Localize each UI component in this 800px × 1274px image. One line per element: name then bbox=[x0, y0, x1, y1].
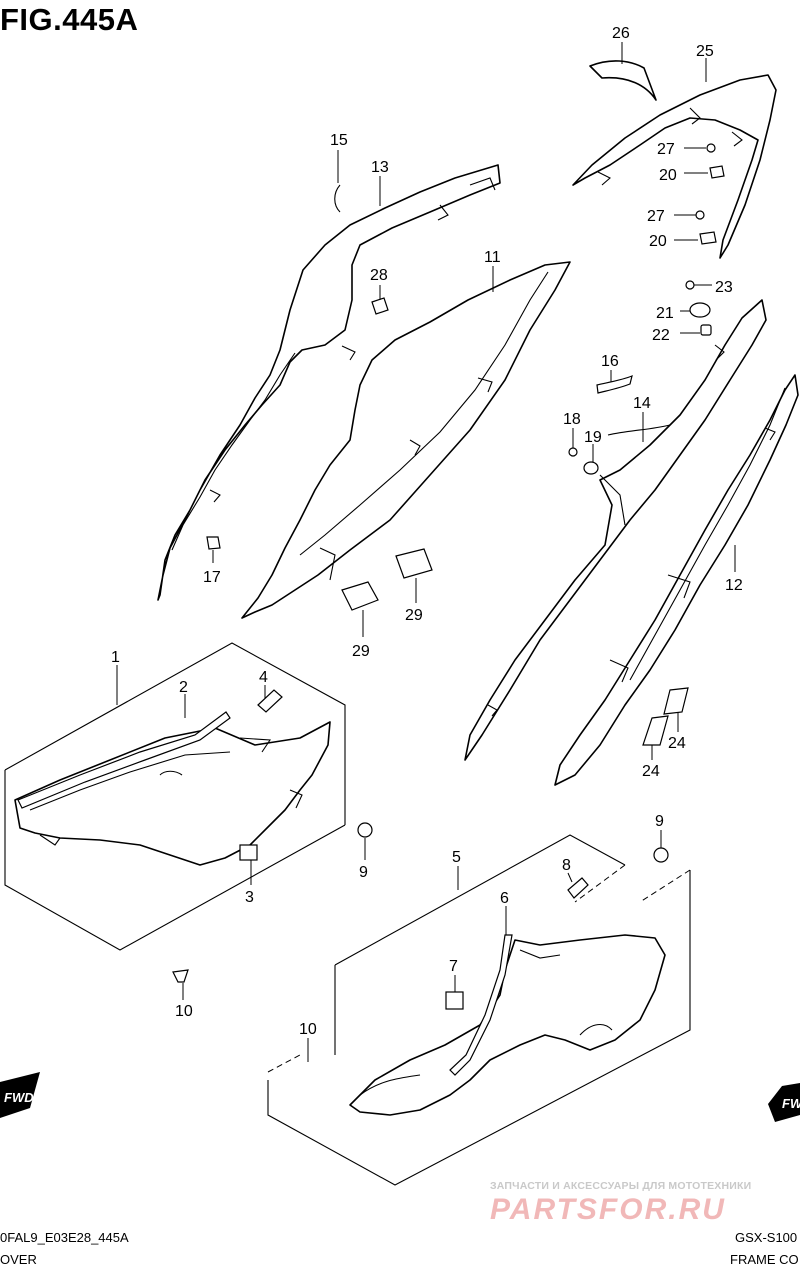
callout-24-b: 24 bbox=[642, 763, 660, 780]
frame-cover-1 bbox=[14, 721, 331, 866]
callout-19: 19 bbox=[584, 429, 602, 446]
callout-15: 15 bbox=[330, 132, 348, 149]
screw-18 bbox=[568, 447, 578, 457]
strip-6 bbox=[449, 934, 513, 1076]
callout-4: 4 bbox=[259, 669, 268, 686]
callout-28: 28 bbox=[370, 267, 388, 284]
callout-11: 11 bbox=[484, 249, 501, 266]
collar-22 bbox=[700, 324, 712, 336]
fwd-label-right: FWD bbox=[782, 1096, 800, 1111]
washer-19 bbox=[583, 461, 599, 475]
callout-2: 2 bbox=[179, 679, 188, 696]
callout-12: 12 bbox=[725, 577, 743, 594]
side-cover-11 bbox=[241, 261, 571, 619]
nut-20-b bbox=[699, 231, 717, 245]
pad-24-a bbox=[663, 687, 689, 715]
callout-25: 25 bbox=[696, 43, 714, 60]
callout-20-a: 20 bbox=[659, 167, 677, 184]
grommet-17 bbox=[206, 536, 221, 550]
callout-9-a: 9 bbox=[359, 864, 368, 881]
clip-15 bbox=[334, 184, 341, 213]
screw-27-b bbox=[695, 210, 705, 220]
callout-1: 1 bbox=[111, 649, 120, 666]
fwd-arrow-right: FWD bbox=[768, 1083, 800, 1122]
group-name: FRAME CO bbox=[730, 1252, 799, 1267]
callout-27-a: 27 bbox=[657, 141, 675, 158]
watermark-tagline: ЗАПЧАСТИ И АКСЕССУАРЫ ДЛЯ МОТОТЕХНИКИ bbox=[490, 1180, 752, 1192]
side-cover-14 bbox=[464, 299, 767, 761]
callout-labels: 15 13 28 11 17 29 29 26 25 27 20 27 20 2… bbox=[111, 25, 743, 1038]
callout-7: 7 bbox=[449, 958, 458, 975]
callout-17: 17 bbox=[203, 569, 221, 586]
callout-6: 6 bbox=[500, 890, 509, 907]
label-8 bbox=[567, 877, 589, 899]
cover-assy-1-box bbox=[4, 642, 346, 951]
diagram-code: 0FAL9_E03E28_445A bbox=[0, 1230, 129, 1245]
fwd-label-left: FWD bbox=[4, 1090, 34, 1105]
nut-20-a bbox=[709, 165, 725, 179]
fwd-arrow-left: FWD bbox=[0, 1072, 40, 1118]
callout-16: 16 bbox=[601, 353, 619, 370]
callout-23: 23 bbox=[715, 279, 733, 296]
callout-29-b: 29 bbox=[405, 607, 423, 624]
pad-29-a bbox=[341, 581, 379, 611]
callout-10-b: 10 bbox=[299, 1021, 317, 1038]
pin-10-a bbox=[172, 969, 189, 983]
model-name: GSX-S100 bbox=[735, 1230, 798, 1245]
pad-24-b bbox=[642, 715, 669, 746]
cover-26 bbox=[589, 60, 657, 101]
strip-2 bbox=[17, 711, 231, 809]
callout-22: 22 bbox=[652, 327, 670, 344]
callout-13: 13 bbox=[371, 159, 389, 176]
callout-9-b: 9 bbox=[655, 813, 664, 830]
figure-title: FIG.445A bbox=[0, 2, 139, 37]
screw-23 bbox=[685, 280, 695, 290]
washer-21 bbox=[689, 302, 711, 318]
callout-27-b: 27 bbox=[647, 208, 665, 225]
label-4 bbox=[257, 689, 283, 713]
leader-lines bbox=[116, 42, 736, 1062]
pad-29-b bbox=[395, 548, 433, 579]
label-3 bbox=[239, 844, 258, 861]
callout-18: 18 bbox=[563, 411, 581, 428]
grommet-9-a bbox=[357, 822, 373, 838]
frame-cover-5 bbox=[349, 934, 666, 1116]
trim-16 bbox=[596, 375, 633, 394]
screw-27-a bbox=[706, 143, 716, 153]
callout-20-b: 20 bbox=[649, 233, 667, 250]
nut-28 bbox=[371, 297, 389, 315]
grommet-9-b bbox=[653, 847, 669, 863]
callout-3: 3 bbox=[245, 889, 254, 906]
callout-24-a: 24 bbox=[668, 735, 686, 752]
tail-cover-25 bbox=[572, 74, 777, 259]
side-cover-12 bbox=[554, 374, 799, 786]
callout-29-a: 29 bbox=[352, 643, 370, 660]
watermark-brand: PARTSFOR.RU bbox=[490, 1193, 726, 1226]
frame-cover-13 bbox=[157, 164, 501, 601]
callout-26: 26 bbox=[612, 25, 630, 42]
section-name: OVER bbox=[0, 1252, 37, 1267]
cover-assy-5-box bbox=[267, 834, 691, 1186]
callout-10-a: 10 bbox=[175, 1003, 193, 1020]
callout-21: 21 bbox=[656, 305, 674, 322]
callout-14: 14 bbox=[633, 395, 651, 412]
label-7 bbox=[445, 991, 464, 1010]
callout-8: 8 bbox=[562, 857, 571, 874]
callout-5: 5 bbox=[452, 849, 461, 866]
